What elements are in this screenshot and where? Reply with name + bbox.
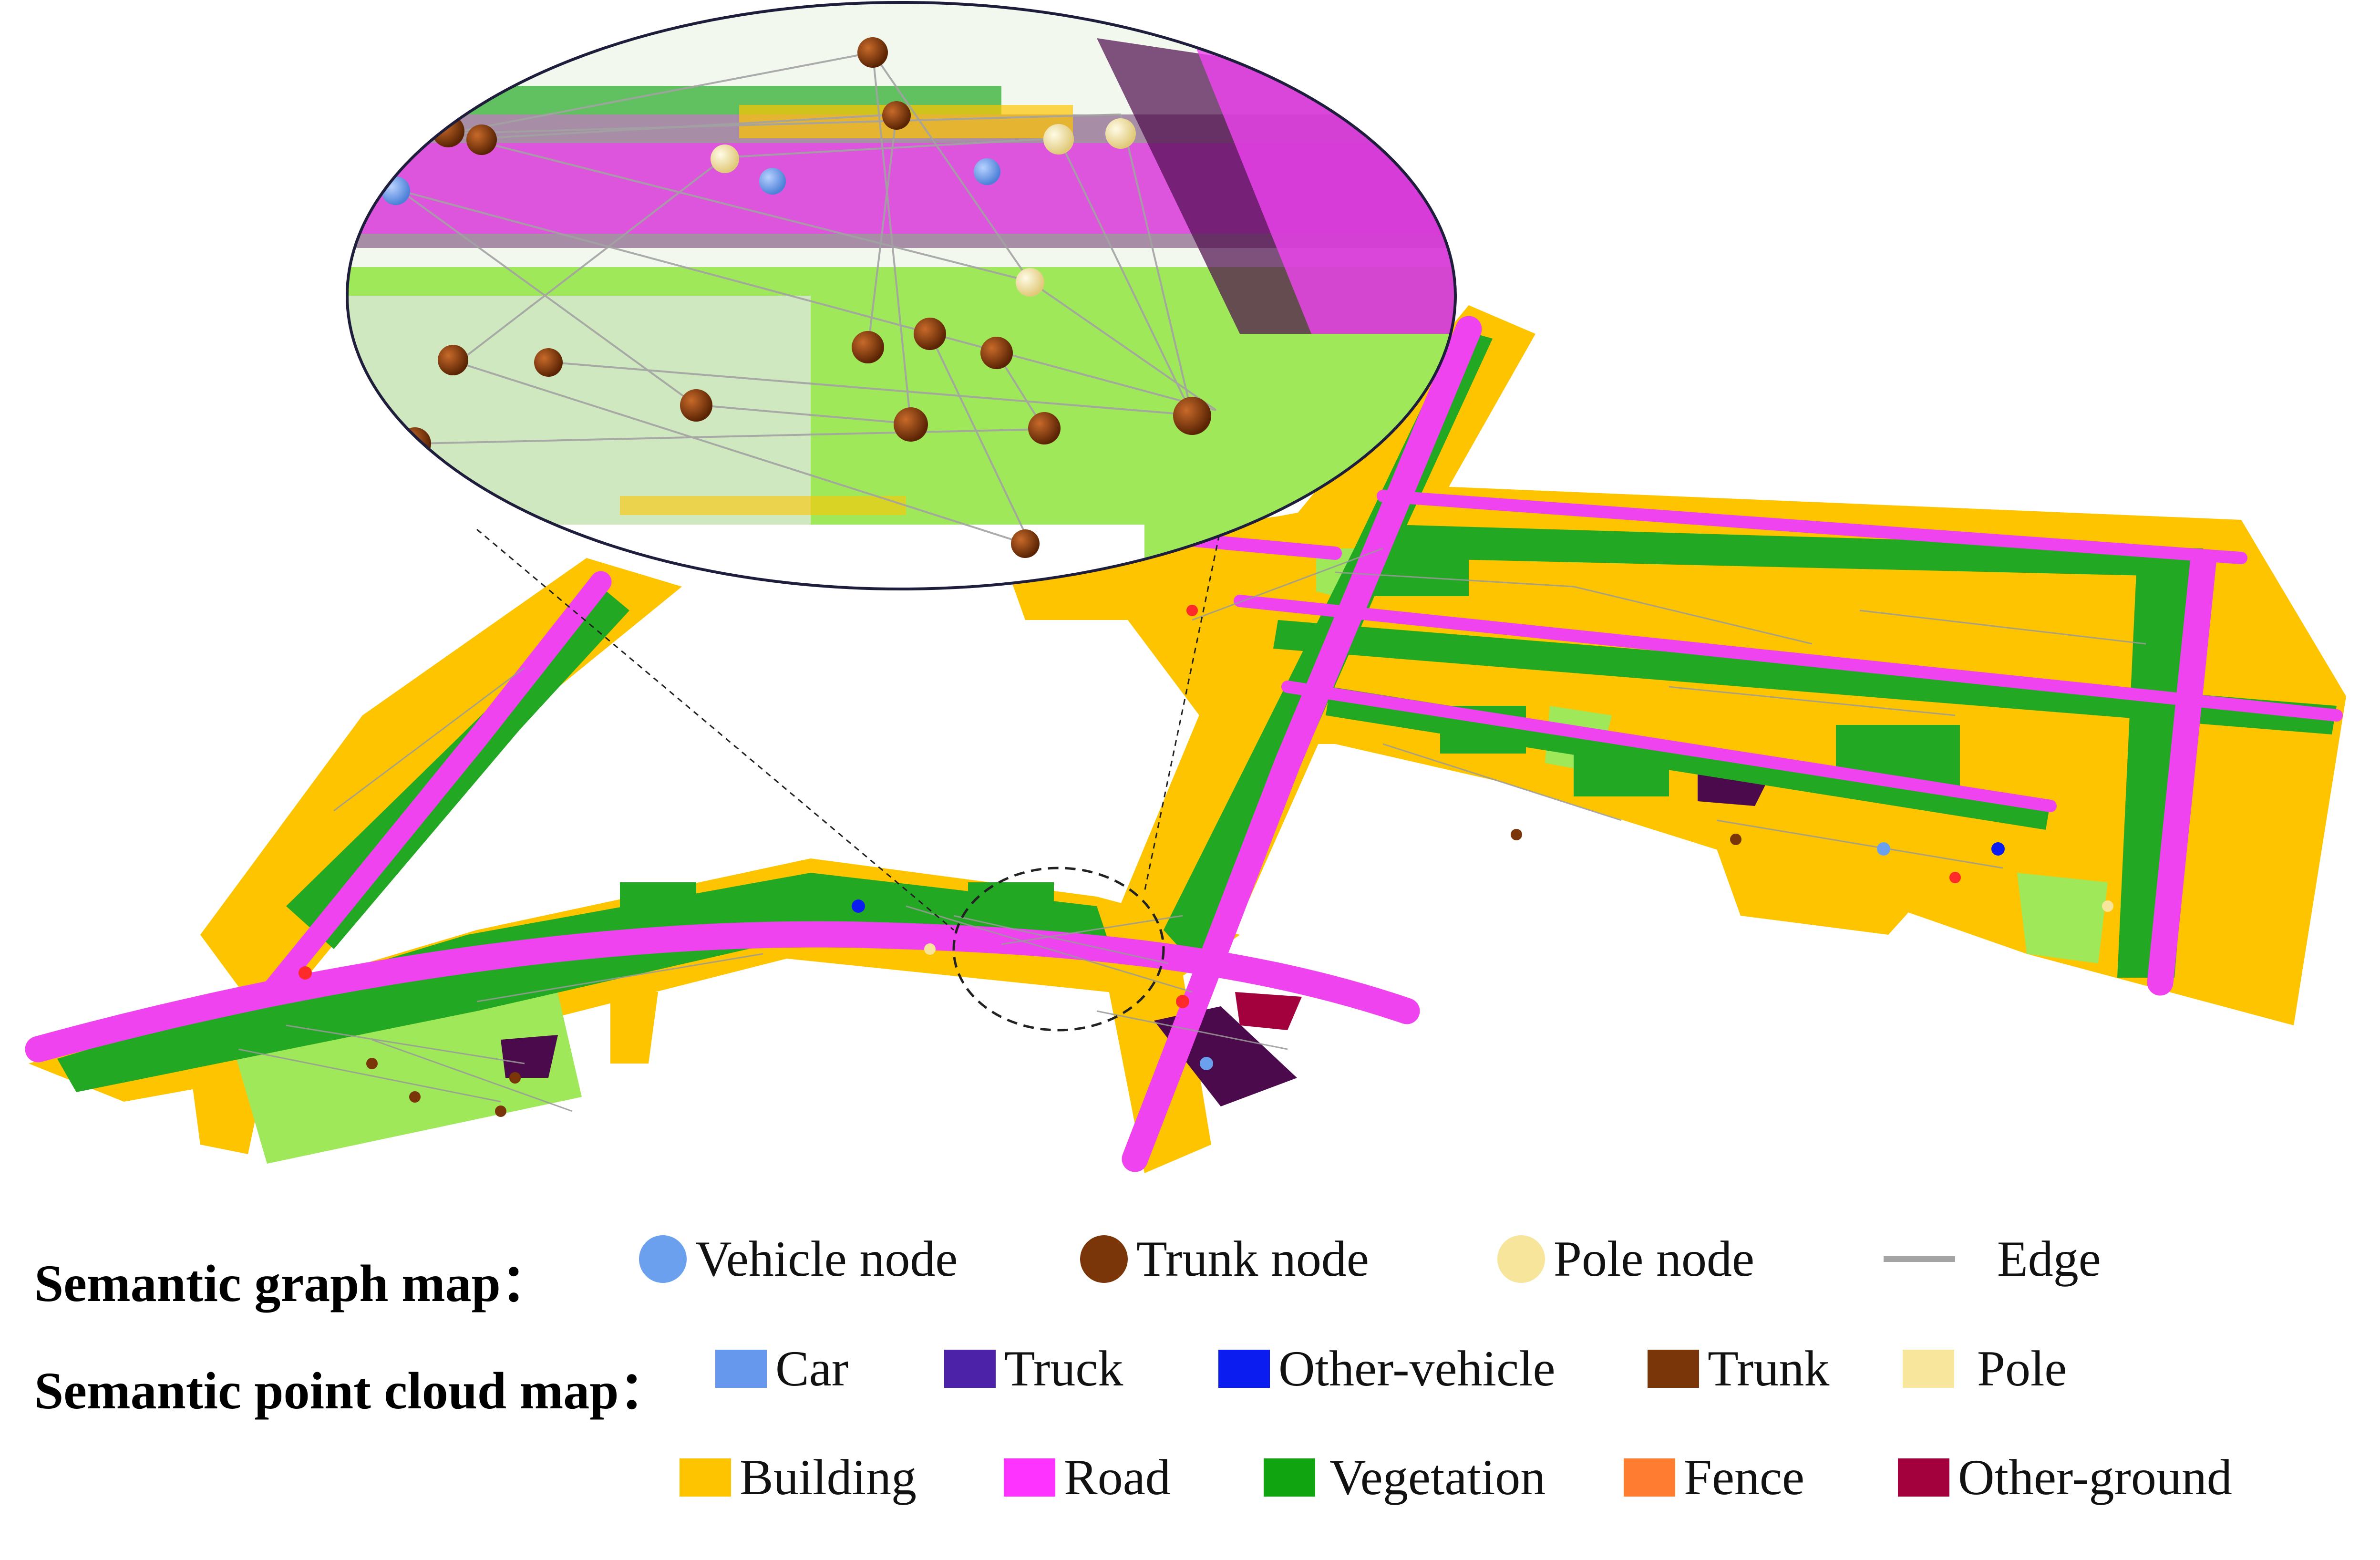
- zoom-guide-line-left: [476, 528, 954, 931]
- legend-label: Road: [1064, 1449, 1171, 1505]
- semantic-point-cloud-city-map: [25, 305, 2346, 1173]
- graph-edges: [238, 548, 2146, 1112]
- legend-item-fence: Fence: [1624, 1444, 1804, 1511]
- legend-item-pole-node: Pole node: [1497, 1226, 1754, 1292]
- truck-swatch: [944, 1350, 996, 1388]
- legend-label: Car: [775, 1341, 849, 1396]
- road-points: [25, 316, 2343, 1172]
- legend-item-other-ground: Other-ground: [1898, 1444, 2232, 1511]
- building-swatch: [680, 1458, 731, 1497]
- other-vehicle-swatch: [1218, 1350, 1270, 1388]
- trunk-node-swatch: [1080, 1235, 1128, 1283]
- semantic-map-figure: [25, 1, 2346, 1173]
- vehicle-node-swatch: [639, 1235, 687, 1283]
- legend-item-vegetation: Vegetation: [1264, 1444, 1545, 1511]
- legend-label: Vegetation: [1329, 1449, 1546, 1505]
- semantic-point-cloud-map-title: Semantic point cloud map：: [34, 1362, 671, 1420]
- semantic-graph-map-title: Semantic graph map：: [34, 1254, 553, 1312]
- legend-item-trunk-node: Trunk node: [1080, 1226, 1369, 1292]
- road-swatch: [1004, 1458, 1055, 1497]
- legend-label: Other-ground: [1958, 1449, 2232, 1505]
- legend-label: Pole node: [1554, 1231, 1754, 1287]
- legend-label: Pole: [1977, 1341, 2067, 1396]
- fence-swatch: [1624, 1458, 1675, 1497]
- zoom-region-marker: [952, 867, 1165, 1032]
- legend-item-vehicle-node: Vehicle node: [639, 1226, 958, 1292]
- other-ground-points: [1235, 992, 1302, 1030]
- legend-item-car: Car: [715, 1335, 848, 1402]
- legend-label: Fence: [1684, 1449, 1805, 1505]
- legend: Semantic graph map： Vehicle node Trunk n…: [0, 1211, 2380, 1560]
- legend-label: Building: [740, 1449, 917, 1505]
- legend-item-building: Building: [680, 1444, 917, 1511]
- legend-item-trunk: Trunk: [1648, 1335, 1829, 1402]
- legend-label: Other-vehicle: [1278, 1341, 1556, 1396]
- legend-item-road: Road: [1004, 1444, 1171, 1511]
- legend-item-truck: Truck: [944, 1335, 1123, 1402]
- other-ground-swatch: [1898, 1458, 1949, 1497]
- legend-label: Trunk node: [1136, 1231, 1369, 1287]
- legend-label: Edge: [1997, 1231, 2101, 1287]
- legend-label: Vehicle node: [695, 1231, 958, 1287]
- legend-label: Trunk: [1708, 1341, 1830, 1396]
- pole-node-swatch: [1497, 1235, 1545, 1283]
- pole-swatch: [1903, 1350, 1954, 1388]
- legend-label: Truck: [1004, 1341, 1123, 1396]
- trunk-swatch: [1648, 1350, 1699, 1388]
- edge-swatch: [1884, 1256, 1955, 1262]
- legend-item-edge: Edge: [1884, 1226, 2101, 1292]
- vegetation-swatch: [1264, 1458, 1315, 1497]
- legend-item-other-vehicle: Other-vehicle: [1218, 1335, 1556, 1402]
- car-swatch: [715, 1350, 767, 1388]
- map-graph-nodes: [299, 605, 2113, 1117]
- legend-item-pole: Pole: [1903, 1335, 2067, 1402]
